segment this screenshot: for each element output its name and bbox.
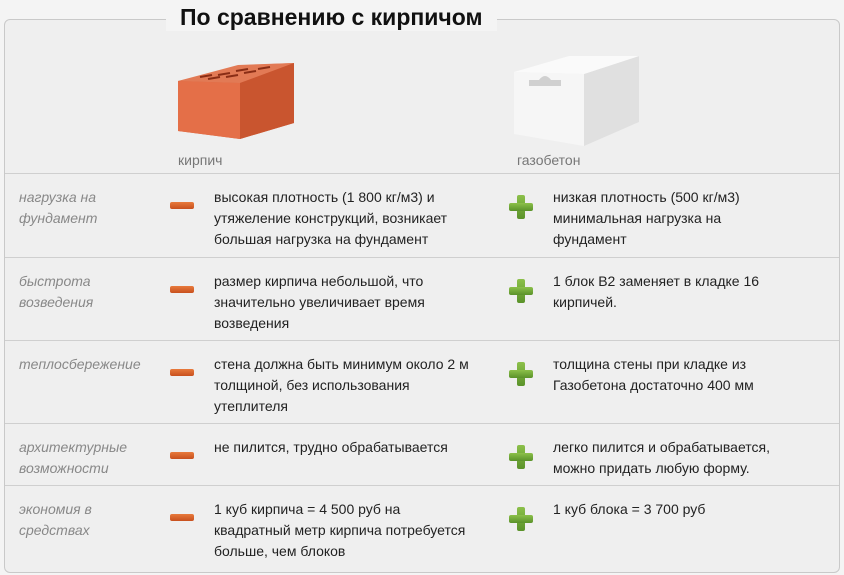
table-row: нагрузка на фундамент высокая плотность … (5, 173, 839, 247)
plus-icon (509, 507, 533, 531)
criterion-label: теплосбережение (19, 356, 141, 372)
table-row: быстрота возведения размер кирпича небол… (5, 257, 839, 331)
table-row: теплосбережение стена должна быть миниму… (5, 340, 839, 414)
minus-icon (170, 514, 194, 521)
brick-description: стена должна быть минимум около 2 м толщ… (214, 356, 469, 414)
criterion-label: быстрота возведения (19, 273, 94, 310)
brick-description: размер кирпича небольшой, что значительн… (214, 273, 425, 331)
criterion-label: экономия в средствах (19, 501, 92, 538)
aerated-concrete-description: толщина стены при кладке из Газобетона д… (553, 356, 754, 393)
plus-icon (509, 195, 533, 219)
table-row: архитектурные возможности не пилится, тр… (5, 423, 839, 476)
aerated-concrete-description: низкая плотность (500 кг/м3) минимальная… (553, 189, 740, 247)
table-row: экономия в средствах 1 куб кирпича = 4 5… (5, 485, 839, 559)
criterion-label: архитектурные возможности (19, 439, 128, 476)
plus-icon (509, 362, 533, 386)
minus-icon (170, 369, 194, 376)
minus-icon (170, 452, 194, 459)
aerated-concrete-description: легко пилится и обрабатывается, можно пр… (553, 439, 770, 476)
aerated-concrete-description: 1 блок B2 заменяет в кладке 16 кирпичей. (553, 273, 760, 310)
aerated-concrete-description: 1 куб блока = 3 700 руб (553, 501, 706, 517)
plus-icon (509, 445, 533, 469)
product-label-brick: кирпич (178, 152, 223, 168)
criterion-label: нагрузка на фундамент (19, 189, 98, 226)
brick-description: высокая плотность (1 800 кг/м3) и утяжел… (214, 189, 448, 247)
plus-icon (509, 279, 533, 303)
minus-icon (170, 286, 194, 293)
minus-icon (170, 202, 194, 209)
product-label-aerated-concrete: газобетон (517, 152, 581, 168)
page-title: По сравнению с кирпичом (166, 4, 497, 31)
aerated-concrete-block-image (514, 56, 639, 146)
brick-description: 1 куб кирпича = 4 500 руб на квадратный … (214, 501, 466, 559)
brick-description: не пилится, трудно обрабатывается (214, 439, 448, 455)
comparison-panel (4, 19, 840, 573)
brick-image (178, 63, 294, 139)
